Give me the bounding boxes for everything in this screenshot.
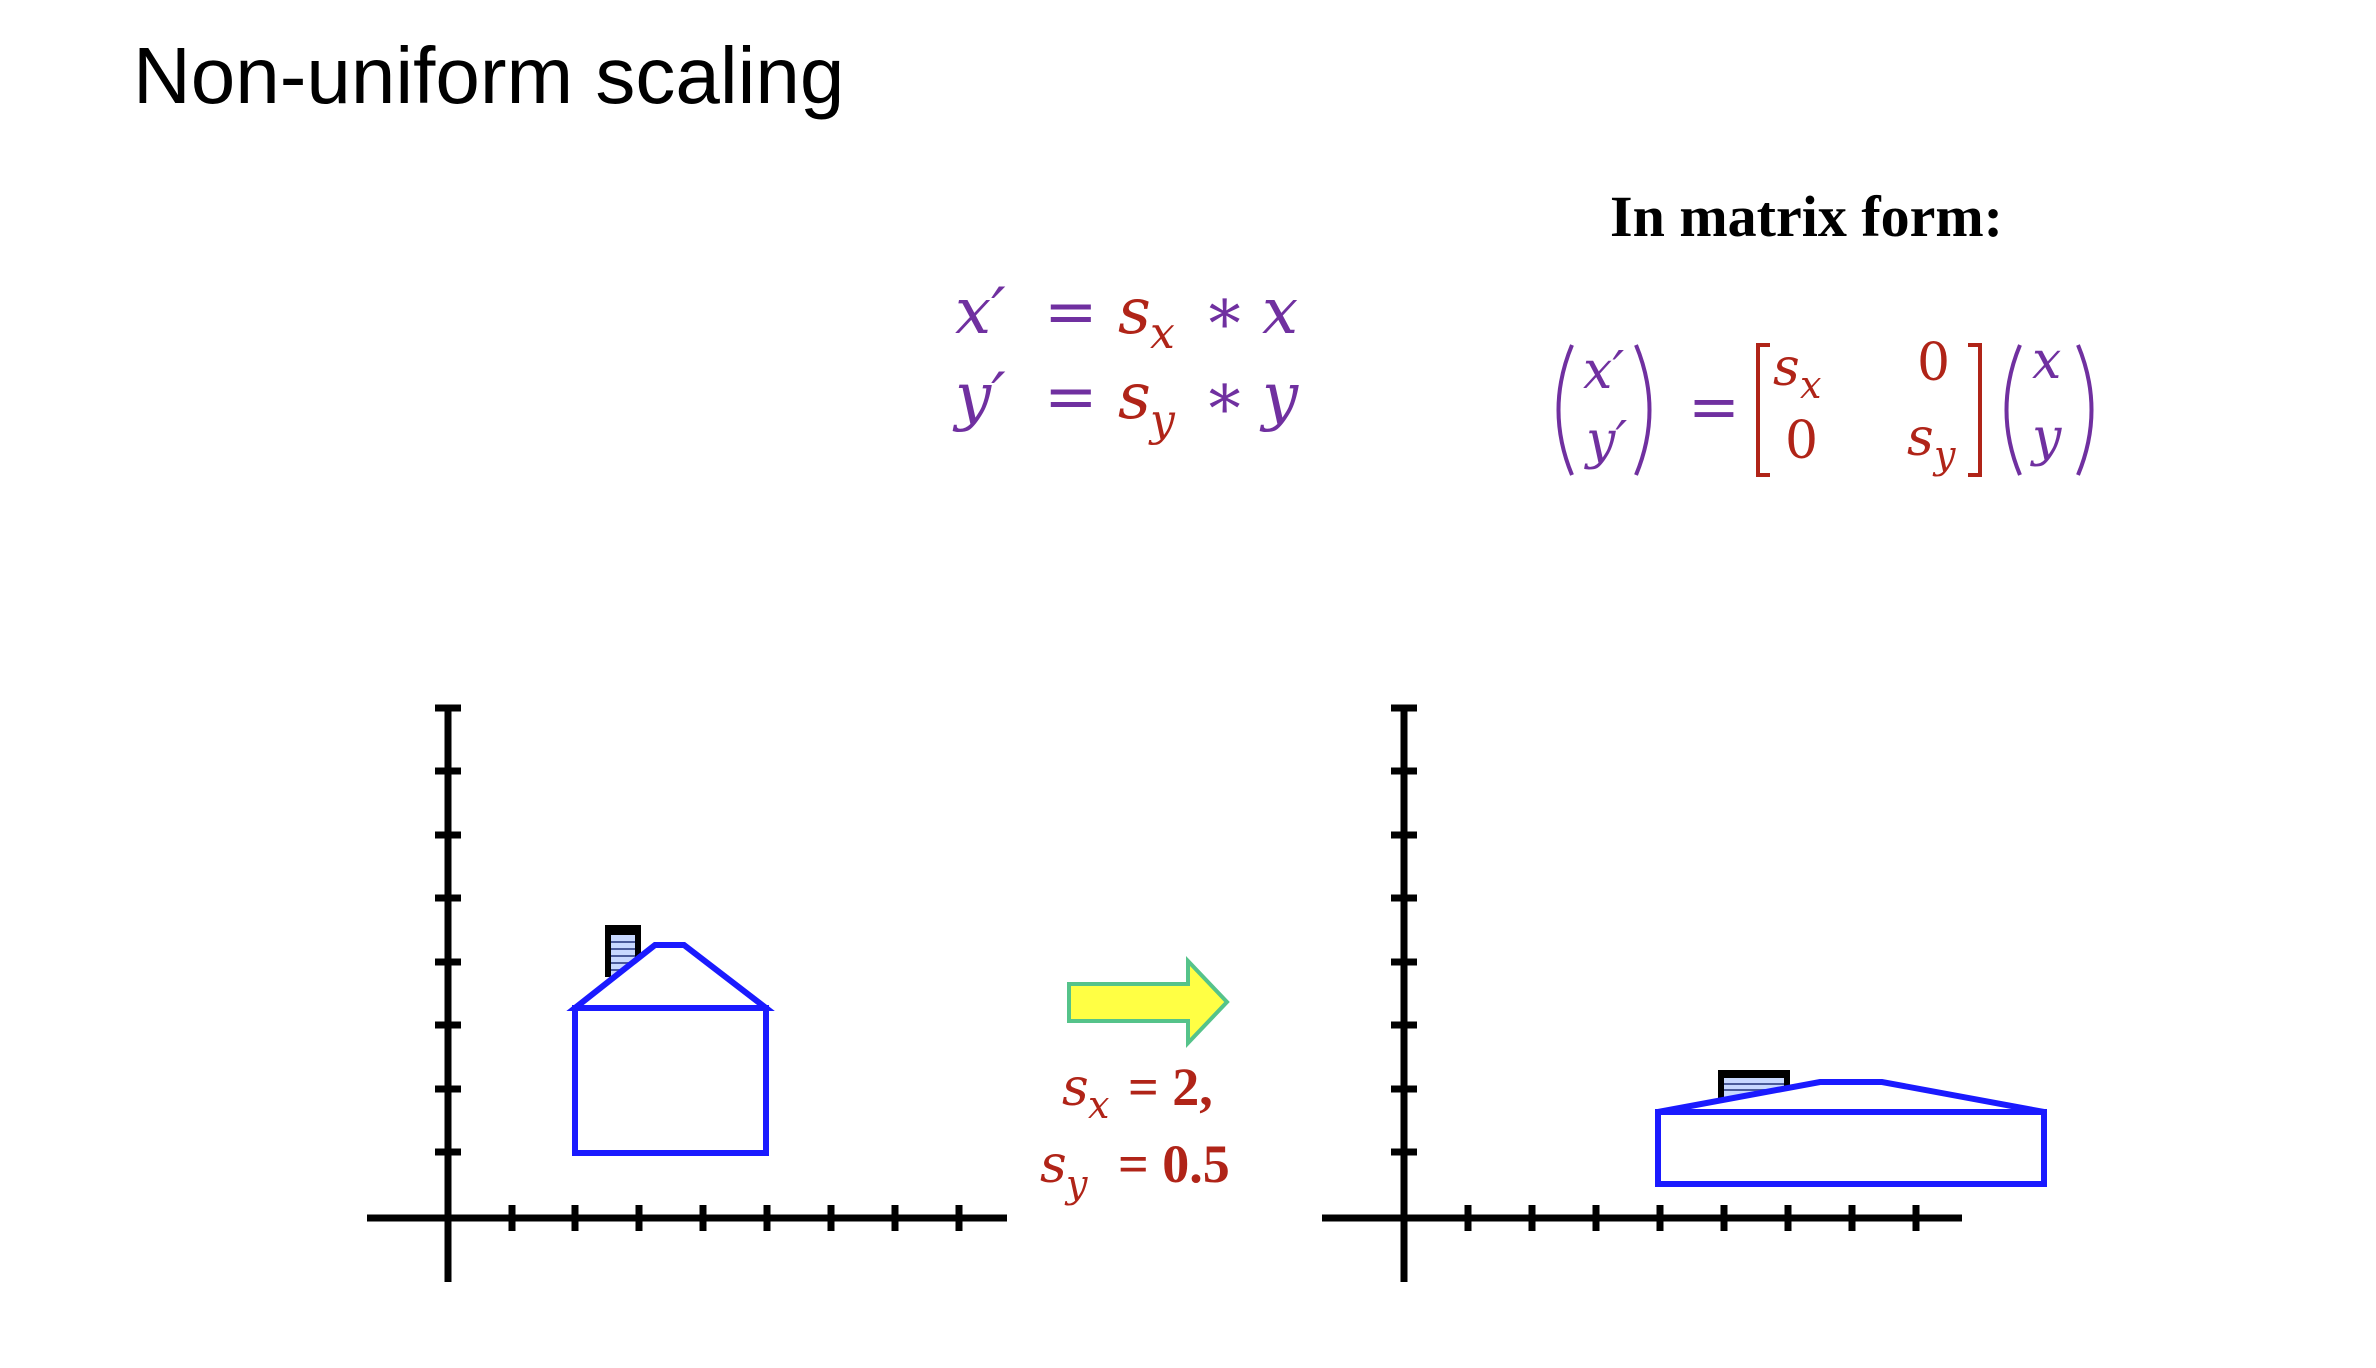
lhs-left-paren xyxy=(1556,344,1574,476)
eq-y-var: y xyxy=(1259,360,1299,434)
right-axes xyxy=(1322,704,1962,1282)
left-axes xyxy=(367,704,1007,1282)
transform-arrow xyxy=(1067,955,1230,1049)
slide-title: Non-uniform scaling xyxy=(133,31,844,120)
matrix-left-bracket xyxy=(1756,343,1770,477)
right-y-ticks xyxy=(1391,704,1417,1156)
eq-y-sub: y xyxy=(1148,395,1176,446)
equation-y: y′ = s y ∗ y xyxy=(952,360,1299,446)
matrix-equation xyxy=(1556,343,2094,477)
param-sy-value: = 0.5 xyxy=(1118,1134,1230,1194)
param-sx-value: = 2, xyxy=(1128,1057,1213,1117)
eq-y-equals: = xyxy=(1044,360,1098,434)
scaled-roof xyxy=(1657,1079,2045,1115)
original-walls xyxy=(572,1005,769,1156)
matrix-form-label: In matrix form: xyxy=(1610,184,2003,249)
matrix-equals: = xyxy=(1688,370,1740,443)
lhs-x-prime: x′ xyxy=(1583,341,1624,401)
original-roof xyxy=(566,942,775,1011)
rhs-right-paren xyxy=(2076,344,2094,476)
rhs-left-paren xyxy=(2004,344,2022,476)
matrix-r2c1: 0 xyxy=(1785,411,1818,471)
eq-y-times: ∗ xyxy=(1203,360,1247,434)
matrix-r2c2-sub: y xyxy=(1932,433,1956,477)
eq-x-times: ∗ xyxy=(1203,275,1247,349)
scaled-walls xyxy=(1655,1109,2047,1187)
eq-x-s: s xyxy=(1118,275,1151,349)
matrix-r1c2: 0 xyxy=(1917,333,1950,393)
rhs-y: y xyxy=(2030,408,2062,468)
param-sx-sub: x xyxy=(1088,1083,1109,1127)
right-x-ticks xyxy=(1464,1205,1920,1231)
matrix-r1c1-s: s xyxy=(1773,338,1800,398)
original-house xyxy=(566,925,775,1156)
left-x-ticks xyxy=(508,1205,963,1231)
param-sy-s: s xyxy=(1040,1135,1067,1195)
lhs-y-prime: y′ xyxy=(1584,411,1627,471)
matrix-right-bracket xyxy=(1968,343,1982,477)
eq-y-s: s xyxy=(1118,360,1151,434)
scaling-equations: x′ = s x ∗ x y′ = s y ∗ y xyxy=(952,275,1299,446)
param-sx-s: s xyxy=(1062,1058,1089,1118)
lhs-right-paren xyxy=(1634,344,1652,476)
scaled-house xyxy=(1655,1070,2047,1187)
left-y-ticks xyxy=(435,704,461,1156)
rhs-x: x xyxy=(2032,331,2061,391)
eq-x-lhs: x′ xyxy=(955,275,1006,349)
matrix-r1c1-sub: x xyxy=(1800,363,1821,407)
eq-x-sub: x xyxy=(1150,308,1175,359)
eq-x-equals: = xyxy=(1044,275,1098,349)
param-sy-sub: y xyxy=(1064,1162,1088,1206)
eq-x-var: x xyxy=(1262,275,1298,349)
eq-y-lhs: y′ xyxy=(952,360,1006,434)
scale-parameters: s x = 2, s y = 0.5 xyxy=(1040,1057,1230,1206)
matrix-r2c2-s: s xyxy=(1907,408,1934,468)
equation-x: x′ = s x ∗ x xyxy=(955,275,1298,359)
